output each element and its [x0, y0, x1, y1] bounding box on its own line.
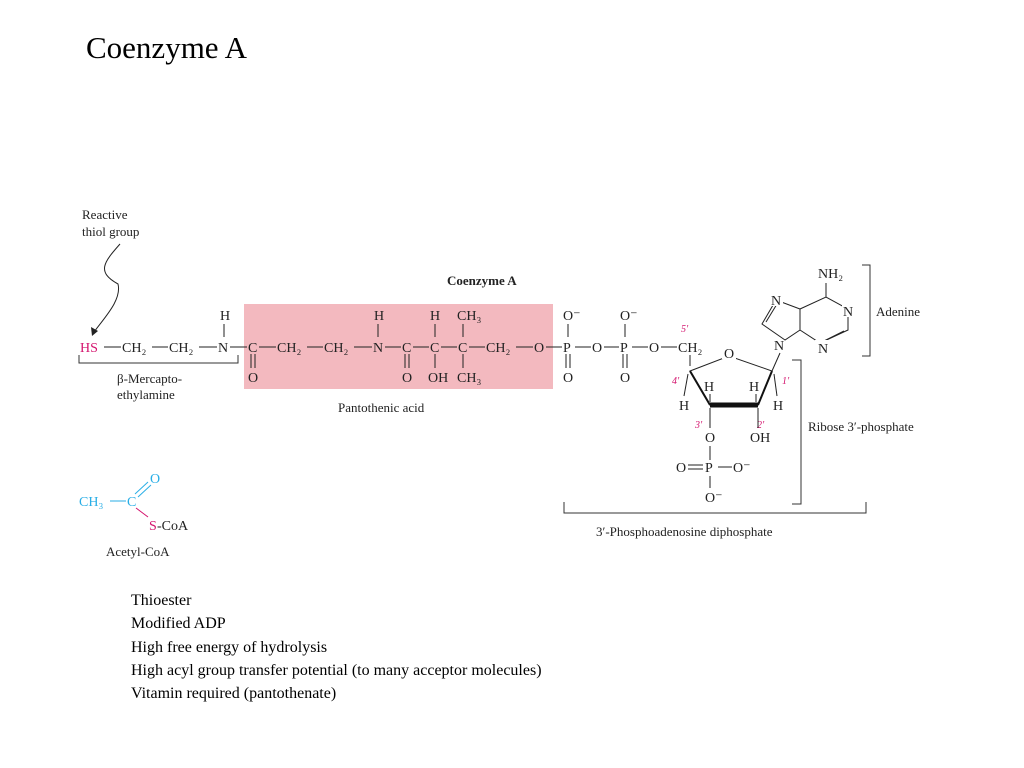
dimethyl-carbon: C: [458, 341, 467, 356]
ribose-h1-outer: H: [773, 399, 783, 414]
adenine-bracket: [862, 264, 871, 357]
adenine-n3: N: [818, 342, 828, 357]
acetyl-ch3: CH₃: [79, 495, 103, 510]
acetyl-coa-label: Acetyl-CoA: [106, 544, 170, 559]
adenine-pyrimidine-ring: [799, 296, 849, 344]
phosphorus-1-o-top: O⁻: [563, 309, 581, 324]
ch2-c: CH₂: [277, 341, 301, 356]
adenine-nh2: NH₂: [818, 267, 843, 282]
reactive-thiol-label-line2: thiol group: [82, 224, 139, 239]
key-point-item: Vitamin required (pantothenate): [131, 685, 337, 703]
ribose-ring-o: O: [724, 347, 734, 362]
adenine-imidazole-ring: [761, 299, 801, 341]
ch2-b: CH₂: [169, 341, 193, 356]
adenine-n9: N: [774, 339, 784, 354]
hydroxyl-carbon-h: H: [430, 309, 440, 324]
phosphate-o-right: O⁻: [733, 461, 751, 476]
key-point-item: High free energy of hydrolysis: [131, 638, 328, 656]
diagram-heading: Coenzyme A: [447, 273, 517, 288]
key-point-item: High acyl group transfer potential (to m…: [131, 661, 542, 679]
ribose-ring-outline: [689, 355, 773, 406]
reactive-thiol-arrowhead: [91, 327, 98, 336]
pos-4-prime: 4′: [672, 376, 680, 387]
methyl-top: CH₃: [457, 309, 481, 324]
bridge-oxygen-2: O: [592, 341, 602, 356]
ribose-o3: O: [705, 431, 715, 446]
key-points-list: Thioester Modified ADP High free energy …: [131, 589, 542, 705]
mercapto-label-line2: ethylamine: [117, 387, 175, 402]
amide-n1-h: H: [220, 309, 230, 324]
ch2-e: CH₂: [486, 341, 510, 356]
mercapto-label-line1: β-Mercapto-: [117, 371, 182, 386]
carbonyl-c2: C: [402, 341, 411, 356]
carbonyl-c1: C: [248, 341, 257, 356]
phosphoadenosine-bracket: [563, 502, 867, 514]
phosphorus-2-o-bottom: O: [620, 371, 630, 386]
slide-title: Coenzyme A: [86, 30, 247, 65]
carbonyl-o2: O: [402, 371, 412, 386]
bridge-oxygen-1: O: [534, 341, 544, 356]
acetyl-coa-suffix: -CoA: [157, 519, 189, 534]
ribose-label: Ribose 3′-phosphate: [808, 419, 914, 434]
pantothenic-acid-label: Pantothenic acid: [338, 400, 425, 415]
key-point-item: Thioester: [131, 592, 192, 609]
amide-n2-h: H: [374, 309, 384, 324]
ribose-bracket: [792, 359, 802, 505]
phosphoadenosine-label: 3′-Phosphoadenosine diphosphate: [596, 524, 773, 539]
phosphate-p: P: [705, 461, 713, 476]
hydroxyl-carbon: C: [430, 341, 439, 356]
pos-5-prime: 5′: [681, 324, 689, 335]
adenine-n7: N: [771, 294, 781, 309]
phosphorus-1: P: [563, 341, 571, 356]
key-point-item: Modified ADP: [131, 615, 226, 633]
mercapto-bracket: [78, 355, 239, 364]
phosphorus-2: P: [620, 341, 628, 356]
reactive-thiol-label-line1: Reactive: [82, 207, 128, 222]
ribose-h4-outer: H: [679, 399, 689, 414]
ribose-h4: H: [704, 380, 714, 395]
adenine-label: Adenine: [876, 304, 920, 319]
phosphorus-1-o-bottom: O: [563, 371, 573, 386]
carbonyl-o1: O: [248, 371, 258, 386]
pos-3-prime: 3′: [694, 420, 703, 431]
hydroxyl-oh: OH: [428, 371, 448, 386]
amide-n2: N: [373, 341, 383, 356]
pos-2-prime: 2′: [757, 420, 765, 431]
methyl-bottom: CH₃: [457, 371, 481, 386]
acetyl-sulfur: S: [149, 519, 157, 534]
ch2-a: CH₂: [122, 341, 146, 356]
ribose-oh2: OH: [750, 431, 770, 446]
pos-1-prime: 1′: [782, 376, 790, 387]
adenine-n1: N: [843, 305, 853, 320]
hs-group: HS: [80, 341, 98, 356]
phosphate-o-bottom: O⁻: [705, 491, 723, 506]
amide-n1: N: [218, 341, 228, 356]
ribose-h2: H: [749, 380, 759, 395]
reactive-thiol-arrow: [93, 243, 121, 333]
phosphate-o-left: O: [676, 461, 686, 476]
acetyl-oxygen: O: [150, 472, 160, 487]
acetyl-carbon: C: [127, 495, 136, 510]
ch2-d: CH₂: [324, 341, 348, 356]
ribose-ch2: CH₂: [678, 341, 702, 356]
bridge-oxygen-3: O: [649, 341, 659, 356]
phosphorus-2-o-top: O⁻: [620, 309, 638, 324]
